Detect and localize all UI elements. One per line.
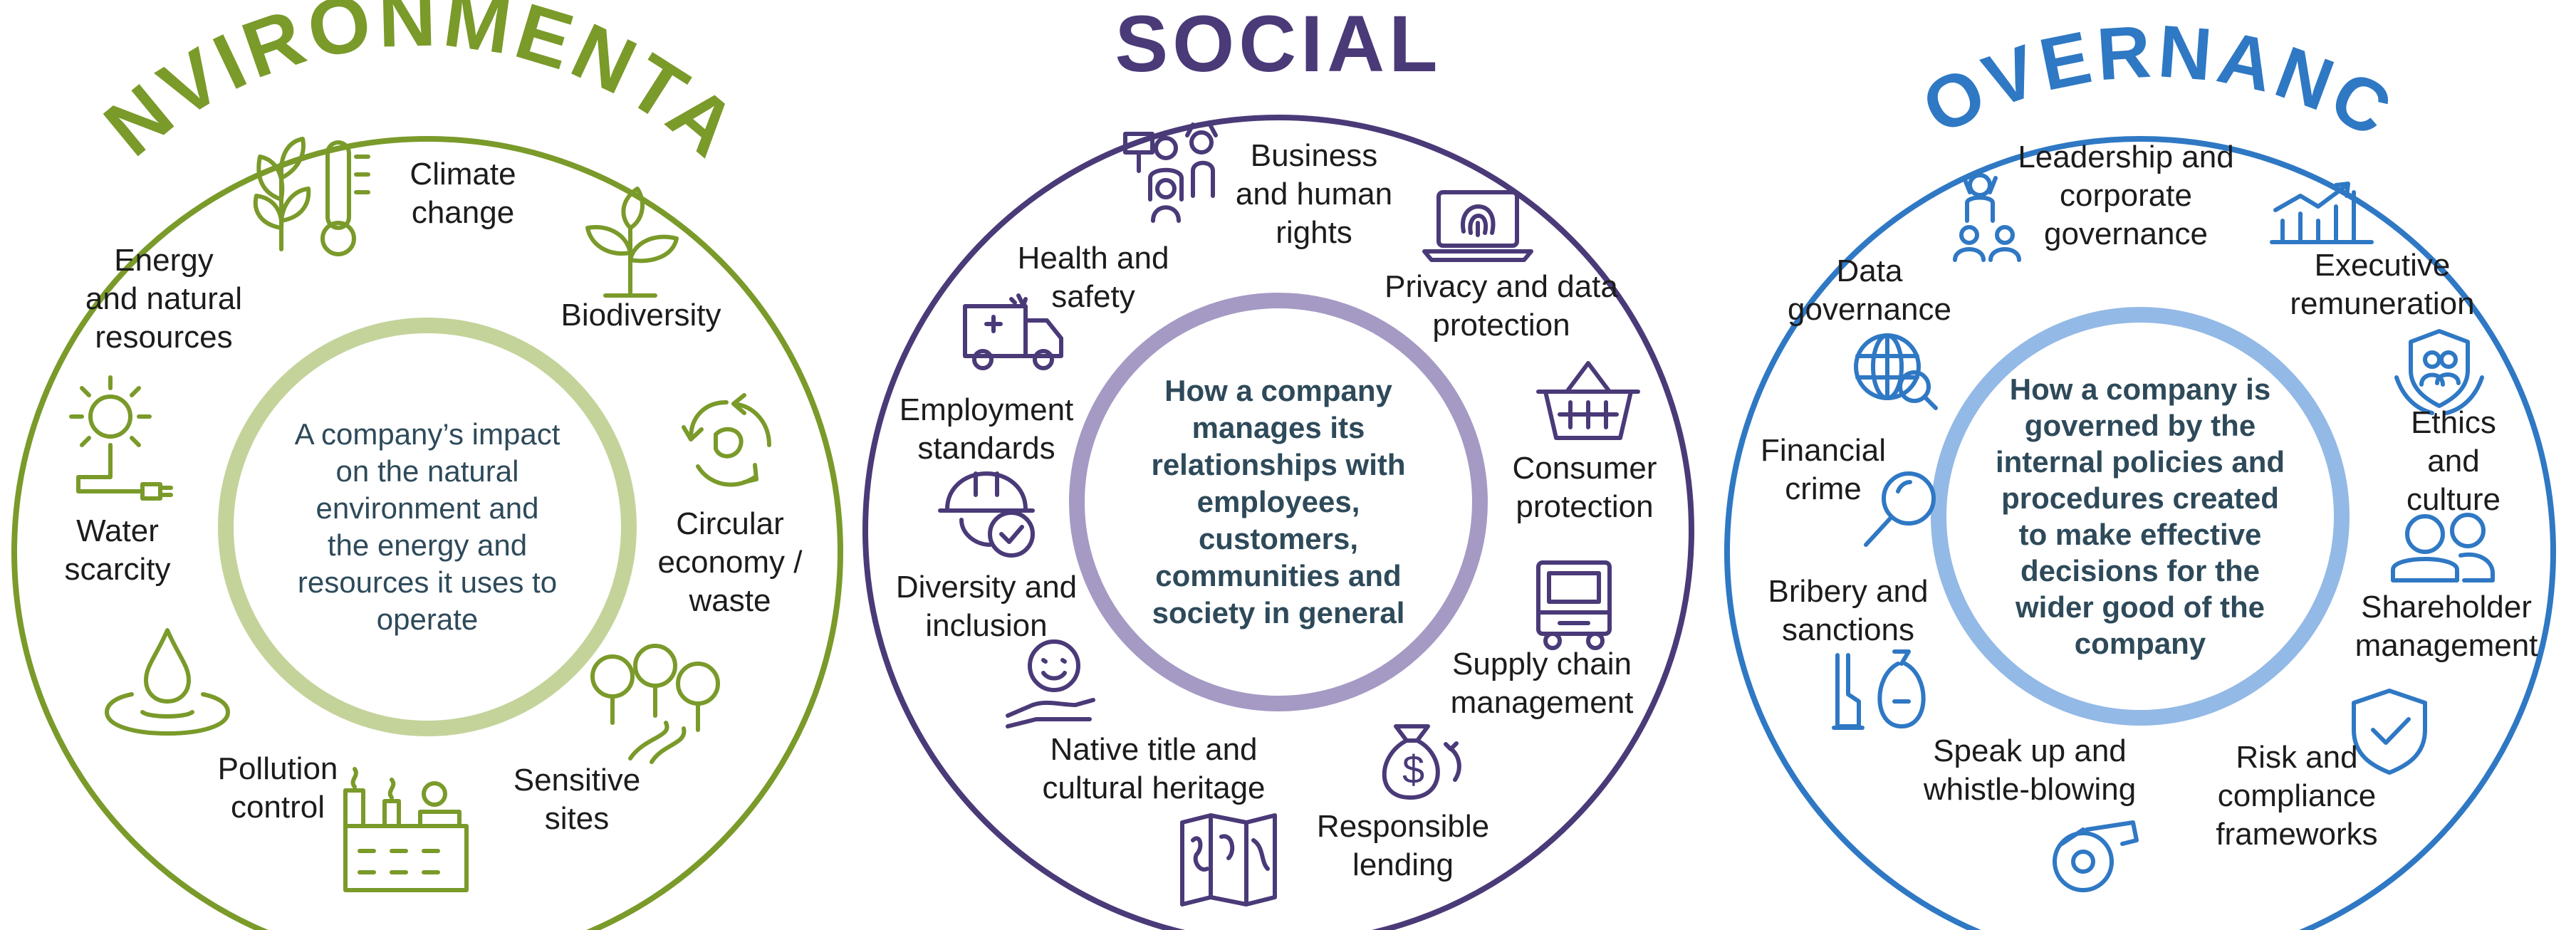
- label-leadership-governance: Leadership and corporate governance: [2018, 140, 2234, 251]
- social-outer-ring: [862, 115, 1694, 930]
- environmental-center-text: A company’s impact on the natural enviro…: [294, 417, 560, 636]
- factory-icon: [343, 767, 469, 892]
- label-privacy-data: Privacy and data protection: [1385, 269, 1618, 343]
- forest-path-icon: [590, 644, 720, 764]
- label-circular-economy: Circular economy / waste: [657, 506, 803, 618]
- environmental-title: ENVIRONMENTAL: [0, 0, 756, 176]
- label-biodiversity: Biodiversity: [560, 298, 721, 333]
- fingerprint-laptop-icon: [1422, 190, 1533, 262]
- social-center-text: How a company manages its relationships …: [1151, 374, 1406, 629]
- whistle-icon: [2053, 820, 2139, 892]
- globe-search-icon: [1854, 333, 1938, 410]
- label-executive-remuneration: Executive remuneration: [2290, 248, 2475, 321]
- solar-plug-icon: [69, 375, 173, 501]
- label-employment-standards: Employment standards: [899, 392, 1074, 466]
- label-sensitive-sites: Sensitive sites: [513, 763, 641, 836]
- governance-inner-ring: [1931, 307, 2350, 726]
- people-shield-icon: [2394, 329, 2484, 415]
- sprout-icon: [585, 187, 679, 298]
- label-health-safety: Health and safety: [1017, 241, 1169, 314]
- label-data-governance: Data governance: [1788, 254, 1951, 327]
- hardhat-check-icon: [938, 471, 1035, 558]
- two-people-icon: [2391, 513, 2495, 582]
- ambulance-icon: [963, 293, 1063, 370]
- governance-center-text: How a company is governed by the interna…: [1995, 372, 2285, 660]
- label-native-title: Native title and cultural heritage: [1042, 732, 1266, 805]
- magnifier-icon: [1864, 471, 1936, 547]
- social-inner-ring: [1069, 293, 1488, 711]
- label-diversity-inclusion: Diversity and inclusion: [895, 570, 1078, 643]
- shield-check-icon: [2352, 689, 2427, 775]
- label-energy-resources: Energy and natural resources: [85, 243, 243, 355]
- shopping-basket-icon: [1536, 361, 1640, 440]
- leadership-people-icon: [1953, 173, 2021, 262]
- label-consumer-protection: Consumer protection: [1512, 451, 1657, 524]
- label-risk-compliance: Risk and compliance frameworks: [2216, 740, 2378, 852]
- label-speak-up: Speak up and whistle-blowing: [1923, 733, 2137, 807]
- environmental-inner-ring: [218, 318, 637, 736]
- label-ethics-culture: Ethics and culture: [2406, 405, 2501, 517]
- recycle-icon: [682, 393, 771, 487]
- bar-chart-icon: [2270, 182, 2374, 244]
- label-supply-chain: Supply chain management: [1450, 647, 1634, 720]
- environmental-outer-ring: [11, 136, 843, 930]
- truck-icon: [1536, 560, 1612, 650]
- bribery-icon: [1832, 649, 1926, 730]
- label-pollution-control: Pollution control: [217, 751, 338, 825]
- label-bribery-sanctions: Bribery and sanctions: [1768, 574, 1929, 647]
- social-title: SOCIAL: [1115, 0, 1441, 88]
- plant-thermometer-icon: [253, 137, 370, 256]
- label-shareholder-management: Shareholder management: [2355, 590, 2538, 663]
- smiley-hand-icon: [1006, 639, 1095, 728]
- protest-icon: [1123, 122, 1218, 223]
- svg-text:$: $: [1402, 747, 1424, 792]
- label-responsible-lending: Responsible lending: [1316, 809, 1490, 882]
- governance-outer-ring: [1724, 136, 2556, 930]
- label-financial-crime: Financial crime: [1760, 433, 1887, 506]
- label-water-scarcity: Water scarcity: [64, 513, 171, 587]
- map-icon: [1180, 813, 1277, 907]
- money-bag-icon: $: [1382, 724, 1461, 800]
- label-business-human-rights: Business and human rights: [1235, 138, 1393, 250]
- water-drop-icon: [105, 628, 230, 736]
- label-climate-change: Climate change: [410, 157, 516, 230]
